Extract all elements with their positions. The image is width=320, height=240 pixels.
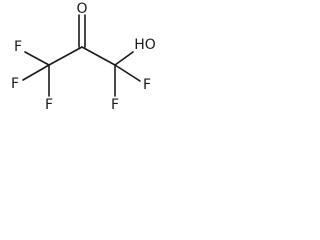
bond-c3-f-lower-right [114, 64, 141, 82]
atom-o-carbonyl: O [76, 1, 87, 17]
atom-f-left-middle: F [11, 76, 19, 92]
atom-f-right-lower-right: F [143, 77, 151, 93]
bonds [22, 14, 141, 97]
bond-c1-f-upper [24, 51, 50, 66]
atom-f-left-upper: F [14, 39, 22, 55]
bond-c1-c2 [48, 46, 83, 66]
atom-f-right-lower-left: F [111, 97, 119, 113]
bond-c2-c3 [81, 46, 116, 66]
atom-f-left-lower: F [45, 97, 53, 113]
structural-formula: O F F F HO F F [11, 1, 156, 113]
atom-oh: HO [134, 37, 156, 53]
atom-labels: O F F F HO F F [11, 1, 156, 113]
bond-c3-oh [114, 51, 134, 66]
bond-c1-f-middle [22, 64, 50, 81]
